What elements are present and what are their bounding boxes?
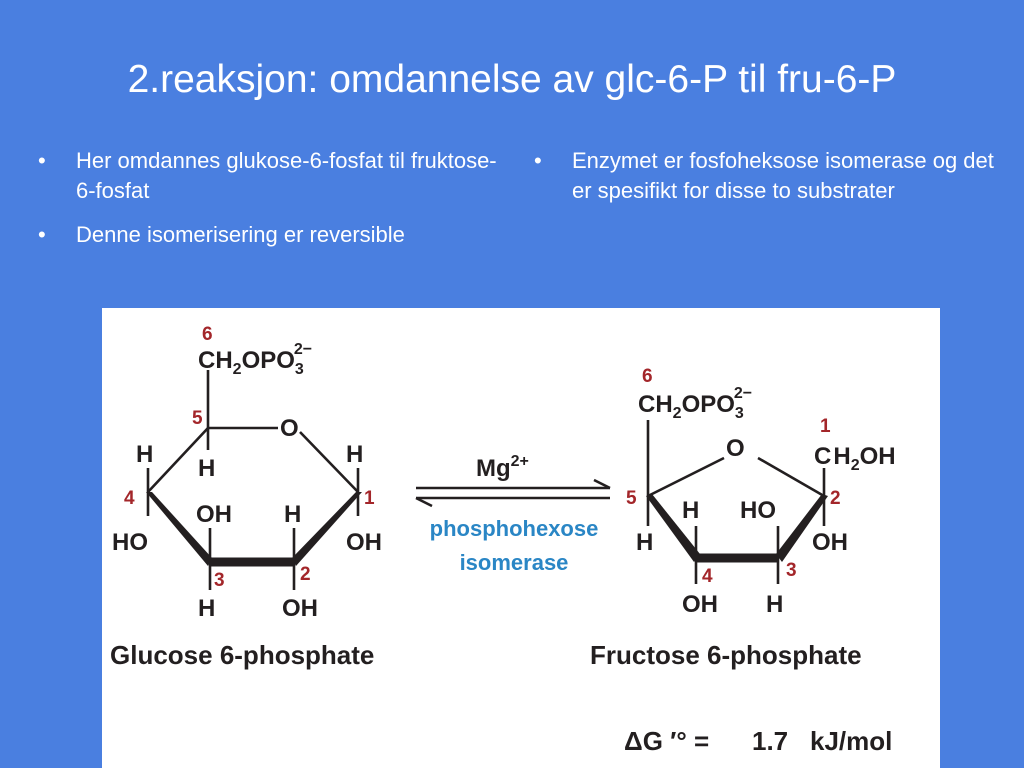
glucose-c2-oh: OH [282,595,318,622]
slide-title: 2.reaksjon: omdannelse av glc-6-P til fr… [127,58,897,101]
fructose-6-phosphate-structure: 6 CH2OPO32− O 1 CH2OH 5 2 H HO H OH 4 3 … [590,366,896,670]
fructose-c5-h: H [636,529,653,556]
glucose-c4-h: H [136,441,153,468]
bullet-item: Enzymet er fosfoheksose isomerase og det… [530,146,1000,206]
enzyme-label-line1: phosphohexose [430,516,599,541]
atom-oh: OH [860,443,896,470]
glucose-carbon-1-number: 1 [364,488,375,509]
fructose-c4-h: H [682,497,699,524]
cofactor-label: Mg2+ [476,453,529,482]
subscript-3: 3 [295,361,304,378]
fructose-carbon-5-number: 5 [626,488,637,509]
atom-opo: OPO [242,347,295,374]
subscript-2: 2 [673,405,682,422]
delta-g-annotation: ΔG ′° = 1.7 kJ/mol [624,726,892,756]
reaction-arrows: Mg2+ phosphohexose isomerase [415,453,611,575]
bond-c5-c4 [147,427,209,493]
glucose-ch2-label: CH2OPO3 2− [198,341,312,378]
enzyme-label-line2: isomerase [460,550,569,575]
wedge-c5-c4 [646,494,700,562]
fructose-c3-ho: HO [740,497,776,524]
fructose-ch2-label: CH2OPO3 2− [638,385,752,422]
atom-h: H [833,443,850,470]
fructose-c4-oh: OH [682,591,718,618]
cofactor-text: Mg [476,455,511,482]
fructose-carbon-3-number: 3 [786,560,797,581]
fructose-name-label: Fructose 6-phosphate [590,640,862,670]
glucose-ring-oxygen: O [280,415,299,442]
delta-g-value: 1.7 [752,726,788,756]
glucose-c5-h: H [198,455,215,482]
fructose-ring-oxygen: O [726,435,745,462]
fructose-carbon-6-number: 6 [642,366,653,387]
subscript-3: 3 [735,405,744,422]
charge-label: 2− [734,385,752,402]
glucose-c1-oh: OH [346,529,382,556]
atom-ch: CH [638,391,673,418]
atom-c: C [814,443,831,470]
glucose-c4-ho: HO [112,529,148,556]
glucose-name-label: Glucose 6-phosphate [110,640,374,670]
reaction-figure: 6 CH2OPO32− 5 O H H 4 HO H 1 OH OH H 3 2… [102,308,940,768]
fructose-c3-h: H [766,591,783,618]
glucose-c2-h: H [284,501,301,528]
subscript-2: 2 [851,457,860,474]
cofactor-charge: 2+ [511,453,529,470]
fructose-ch2oh-label: CH2OH [814,443,896,474]
wedge-c4-c3 [146,492,212,566]
bullet-item: Denne isomerisering er reversible [34,220,514,250]
fructose-carbon-4-number: 4 [702,566,713,587]
bullet-list-left: Her omdannes glukose-6-fosfat til frukto… [34,146,514,264]
subscript-2: 2 [233,361,242,378]
reaction-diagram: 6 CH2OPO32− 5 O H H 4 HO H 1 OH OH H 3 2… [110,324,896,756]
charge-label: 2− [294,341,312,358]
forward-arrow-head-icon [593,478,611,490]
bullet-item: Her omdannes glukose-6-fosfat til frukto… [34,146,514,206]
glucose-carbon-2-number: 2 [300,564,311,585]
delta-g-unit: kJ/mol [810,726,892,756]
fructose-carbon-2-number: 2 [830,488,841,509]
glucose-c3-h: H [198,595,215,622]
glucose-c3-oh: OH [196,501,232,528]
glucose-carbon-3-number: 3 [214,570,225,591]
bond-o-c2 [757,456,825,498]
glucose-c1-h: H [346,441,363,468]
reverse-arrow-head-icon [415,496,433,508]
glucose-6-phosphate-structure: 6 CH2OPO32− 5 O H H 4 HO H 1 OH OH H 3 2… [110,324,382,670]
bond-o-c1 [299,431,359,493]
fructose-carbon-1-number: 1 [820,416,831,437]
atom-opo: OPO [682,391,735,418]
wedge-c2-c3 [776,494,828,562]
bullet-list-right: Enzymet er fosfoheksose isomerase og det… [530,146,1000,220]
wedge-c1-c2 [292,492,362,566]
atom-ch: CH [198,347,233,374]
glucose-carbon-6-number: 6 [202,324,213,345]
bond-c5-o [647,456,725,498]
glucose-carbon-4-number: 4 [124,488,135,509]
delta-g-label: ΔG ′° = [624,726,709,756]
glucose-carbon-5-number: 5 [192,408,203,429]
fructose-c2-oh: OH [812,529,848,556]
